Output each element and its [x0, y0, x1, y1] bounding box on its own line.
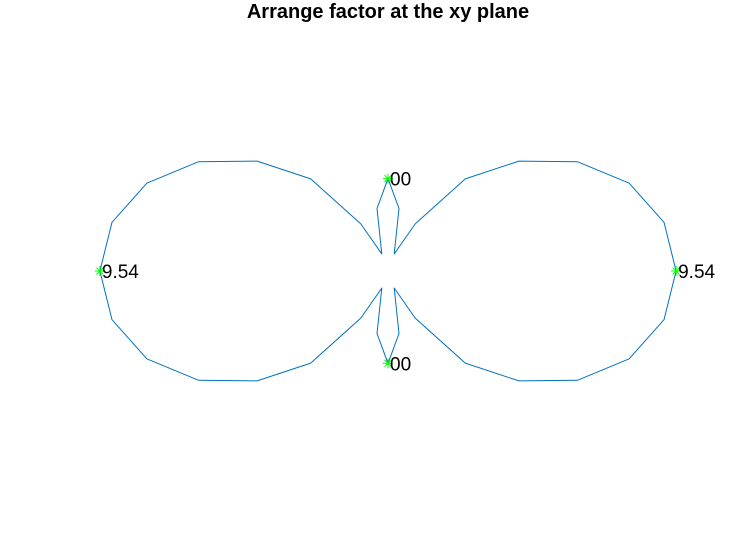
chart-title: Arrange factor at the xy plane — [247, 1, 529, 23]
peak-label-3: 00 — [390, 354, 411, 375]
plot-area: 9.54 00 9.54 00 — [94, 160, 716, 382]
peak-marker-0 — [671, 266, 682, 276]
peak-marker-3 — [383, 358, 393, 369]
peak-label-0: 9.54 — [678, 262, 715, 283]
peak-label-1: 00 — [390, 170, 411, 191]
peak-marker-2 — [94, 266, 105, 276]
peak-label-2: 9.54 — [102, 262, 139, 283]
peak-marker-1 — [383, 173, 393, 184]
